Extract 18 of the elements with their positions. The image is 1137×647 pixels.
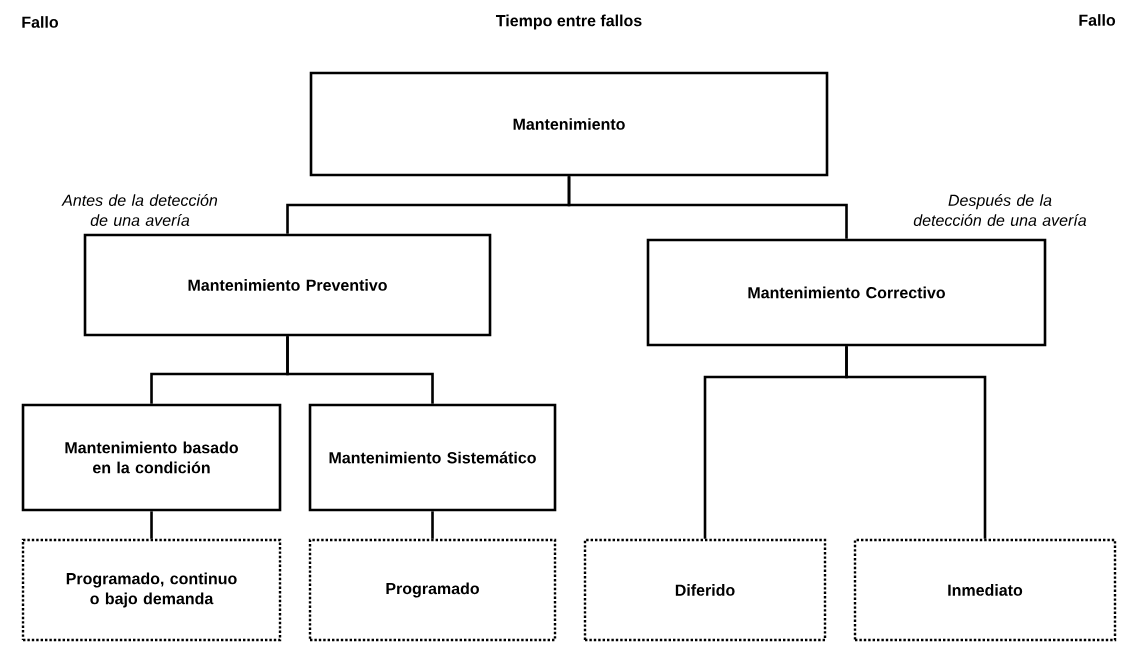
heading-text: Tiempo entre fallos bbox=[496, 14, 642, 30]
note-text: Después de la detección de una avería bbox=[913, 194, 1087, 226]
option-box: Programado bbox=[308, 538, 557, 642]
connector-line bbox=[567, 176, 848, 239]
connector-line bbox=[286, 336, 434, 404]
category-box: Mantenimiento Preventivo bbox=[83, 233, 492, 337]
category-box: Mantenimiento Correctivo bbox=[646, 238, 1047, 347]
heading-text: Fallo bbox=[22, 16, 58, 28]
connector-line bbox=[431, 511, 434, 539]
category-box: Mantenimiento Sistemático bbox=[308, 403, 557, 512]
option-box: Programado, continuo o bajo demanda bbox=[21, 538, 282, 642]
category-box: Mantenimiento bbox=[309, 71, 829, 177]
category-box: Mantenimiento basado en la condición bbox=[21, 403, 282, 512]
option-box: Diferido bbox=[583, 538, 827, 642]
option-box: Inmediato bbox=[853, 538, 1117, 642]
heading-text: Fallo bbox=[1079, 14, 1116, 26]
connector-line bbox=[150, 511, 153, 539]
connector-line bbox=[845, 346, 987, 539]
